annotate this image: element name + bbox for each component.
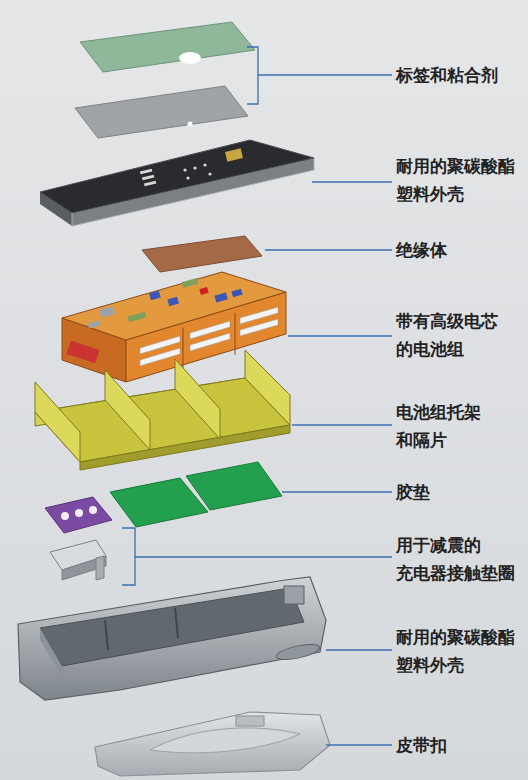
adhesive-sheet [188, 122, 193, 127]
part-label: 皮带扣 [396, 731, 524, 759]
leader-lines [326, 649, 392, 650]
part-label: 胶垫 [396, 478, 524, 506]
bottom-casing [18, 577, 326, 700]
belt-clip [150, 728, 300, 753]
purple-pad [45, 497, 112, 533]
label-sheet [80, 22, 255, 72]
leader-lines [292, 424, 392, 425]
part-label: 电池组托架 和隔片 [396, 398, 524, 454]
purple-pad [61, 512, 69, 520]
battery-pack [199, 287, 208, 295]
leader-lines [247, 47, 258, 104]
battery-pack [240, 319, 278, 336]
purple-pad [75, 509, 83, 517]
bottom-casing [284, 586, 304, 604]
battery-pack [183, 313, 235, 370]
bottom-casing [105, 620, 108, 650]
battery-pack [231, 289, 242, 298]
leader-lines [122, 47, 392, 745]
green-pads [186, 462, 282, 510]
purple-pad [89, 506, 97, 514]
cell-tray [245, 350, 290, 425]
top-casing [144, 181, 156, 187]
cell-tray [175, 359, 220, 439]
leader-lines [122, 528, 135, 585]
insulator [142, 236, 262, 272]
cell-tray [35, 382, 80, 462]
purple-pad [45, 497, 112, 533]
battery-pack [235, 313, 236, 355]
top-casing [186, 176, 189, 179]
battery-pack [88, 320, 101, 328]
top-casing [193, 166, 196, 169]
battery-pack [140, 307, 278, 366]
belt-clip [95, 712, 330, 776]
label-sheet [80, 22, 255, 72]
battery-pack [67, 341, 100, 364]
part-label: 耐用的聚碳酸酯 塑料外壳 [396, 623, 524, 679]
battery-pack [149, 291, 161, 300]
battery-pack [183, 328, 184, 370]
charger-contact-gasket [62, 556, 106, 580]
top-casing [142, 175, 154, 181]
belt-clip [236, 716, 264, 726]
bottom-casing [40, 628, 62, 676]
top-casing [183, 168, 186, 171]
bottom-casing [18, 577, 326, 700]
top-casing [208, 172, 211, 175]
charger-contact-gasket [50, 540, 106, 580]
battery-pack [128, 312, 147, 323]
part-label: 带有高级电芯 的电池组 [396, 307, 524, 363]
top-casing [40, 140, 314, 213]
top-casing [225, 148, 243, 161]
part-label: 标签和粘合剂 [396, 61, 524, 89]
bottom-casing [40, 588, 304, 666]
leader-lines [282, 491, 392, 492]
battery-pack [167, 297, 179, 306]
cell-tray [105, 370, 150, 450]
leader-lines [135, 556, 392, 557]
part-label: 耐用的聚碳酸酯 塑料外壳 [396, 152, 524, 208]
battery-pack [214, 292, 227, 302]
leader-lines [312, 181, 392, 182]
bottom-casing [175, 608, 178, 638]
top-casing [140, 163, 212, 186]
battery-pack [140, 348, 180, 366]
battery-pack [99, 306, 115, 318]
leader-lines [258, 74, 392, 75]
leader-lines [265, 249, 392, 250]
adhesive-sheet [75, 86, 248, 138]
bottom-casing [275, 642, 321, 663]
battery-pack [62, 272, 286, 340]
leader-lines [288, 335, 392, 336]
battery-pack [88, 278, 243, 329]
top-casing [40, 140, 314, 226]
part-label: 绝缘体 [396, 236, 524, 264]
top-casing [203, 163, 206, 166]
charger-contact-gasket [96, 556, 104, 580]
battery-pack [181, 278, 198, 288]
top-casing [140, 169, 152, 175]
bottom-casing [105, 608, 178, 650]
battery-pack [190, 333, 230, 351]
belt-clip [95, 712, 330, 776]
green-pads [110, 462, 282, 527]
label-sheet [179, 52, 201, 64]
leader-lines [326, 744, 392, 745]
cell-tray [35, 350, 290, 470]
adhesive-sheet [75, 86, 248, 138]
part-label: 用于减震的 充电器接触垫圈 [396, 531, 524, 587]
